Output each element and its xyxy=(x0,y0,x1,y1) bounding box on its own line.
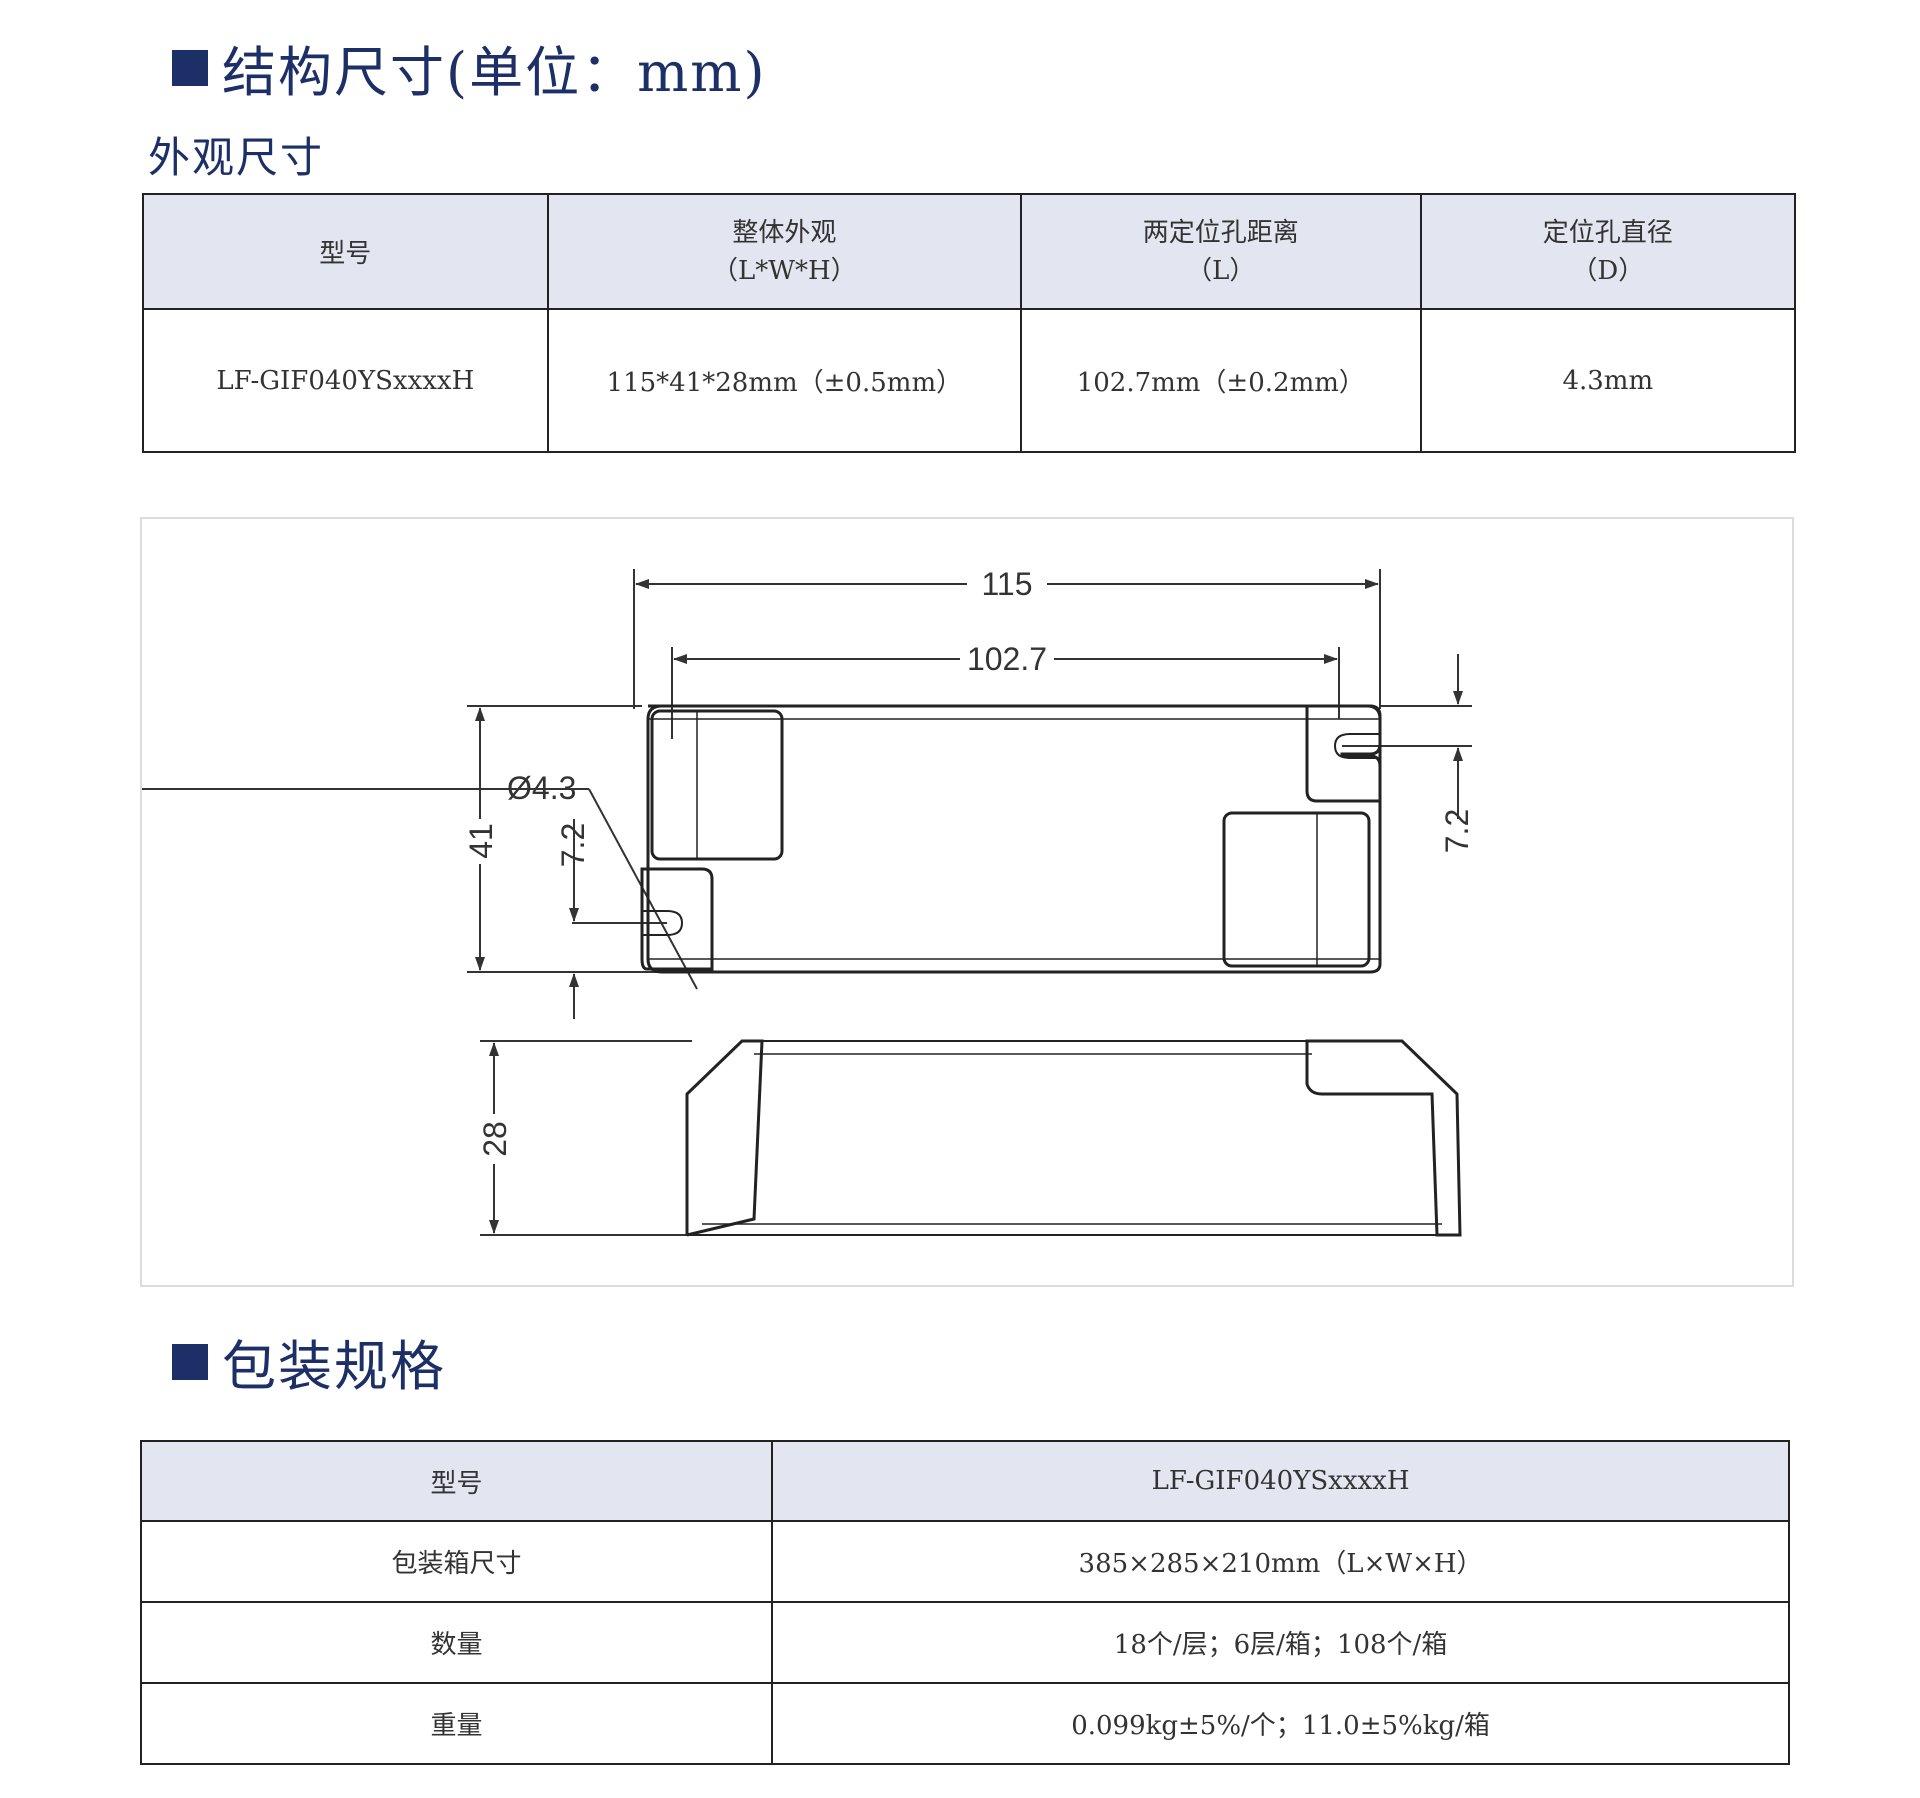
label-hole-offset-right: 7.2 xyxy=(1439,809,1475,853)
section-title-text: 包装规格 xyxy=(222,1335,446,1398)
cell-label: 型号 xyxy=(139,1440,774,1522)
table-row: 型号 LF-GIF040YSxxxxH xyxy=(139,1440,1790,1522)
cell-label: 数量 xyxy=(139,1601,774,1684)
table-row: 包装箱尺寸 385×285×210mm（L×W×H） xyxy=(139,1520,1790,1603)
label-hole-diameter: Ø4.3 xyxy=(507,770,576,806)
dimension-lines xyxy=(142,569,1472,1236)
section-title-structure: 结构尺寸(单位：mm) xyxy=(172,28,767,107)
header-cell-hole-diameter: 定位孔直径 （D） xyxy=(1419,193,1797,310)
table-header-row: 型号 整体外观 （L*W*H） 两定位孔距离 （L） 定位孔直径 （D） xyxy=(142,193,1797,310)
table-row: LF-GIF040YSxxxxH 115*41*28mm（±0.5mm） 102… xyxy=(142,308,1797,453)
cell-label: 重量 xyxy=(139,1682,774,1765)
header-cell-model: 型号 xyxy=(142,193,549,310)
table-row: 数量 18个/层；6层/箱；108个/箱 xyxy=(139,1601,1790,1684)
section-title-packaging: 包装规格 xyxy=(172,1322,446,1401)
cell-value: LF-GIF040YSxxxxH xyxy=(771,1440,1790,1522)
cell-value: 385×285×210mm（L×W×H） xyxy=(771,1520,1790,1603)
section-title-text: 结构尺寸(单位：mm) xyxy=(222,41,767,104)
cell-hole-diameter: 4.3mm xyxy=(1419,308,1797,453)
top-view-outline xyxy=(640,704,1382,974)
label-width: 41 xyxy=(463,823,499,859)
cell-label: 包装箱尺寸 xyxy=(139,1520,774,1603)
table-row: 重量 0.099kg±5%/个；11.0±5%kg/箱 xyxy=(139,1682,1790,1765)
dimension-drawing: 115 102.7 Ø4.3 41 7.2 7.2 28 xyxy=(140,517,1794,1287)
cell-value: 18个/层；6层/箱；108个/箱 xyxy=(771,1601,1790,1684)
header-cell-overall: 整体外观 （L*W*H） xyxy=(546,193,1023,310)
cell-hole-distance: 102.7mm（±0.2mm） xyxy=(1020,308,1422,453)
label-hole-distance: 102.7 xyxy=(967,641,1047,677)
cell-overall: 115*41*28mm（±0.5mm） xyxy=(546,308,1023,453)
side-view-outline xyxy=(685,1039,1462,1237)
label-overall-length: 115 xyxy=(981,566,1032,602)
square-bullet-icon xyxy=(172,1343,208,1380)
subsection-title-outline: 外观尺寸 xyxy=(148,133,325,182)
label-height: 28 xyxy=(477,1121,513,1157)
cell-value: 0.099kg±5%/个；11.0±5%kg/箱 xyxy=(771,1682,1790,1765)
square-bullet-icon xyxy=(172,49,208,86)
header-cell-hole-distance: 两定位孔距离 （L） xyxy=(1020,193,1422,310)
drawing-svg: 115 102.7 Ø4.3 41 7.2 7.2 28 xyxy=(142,566,1475,1237)
packaging-table: 型号 LF-GIF040YSxxxxH 包装箱尺寸 385×285×210mm（… xyxy=(139,1440,1790,1765)
cell-model: LF-GIF040YSxxxxH xyxy=(142,308,549,453)
label-hole-offset-left: 7.2 xyxy=(555,823,591,867)
dimension-table: 型号 整体外观 （L*W*H） 两定位孔距离 （L） 定位孔直径 （D） LF-… xyxy=(142,193,1797,453)
